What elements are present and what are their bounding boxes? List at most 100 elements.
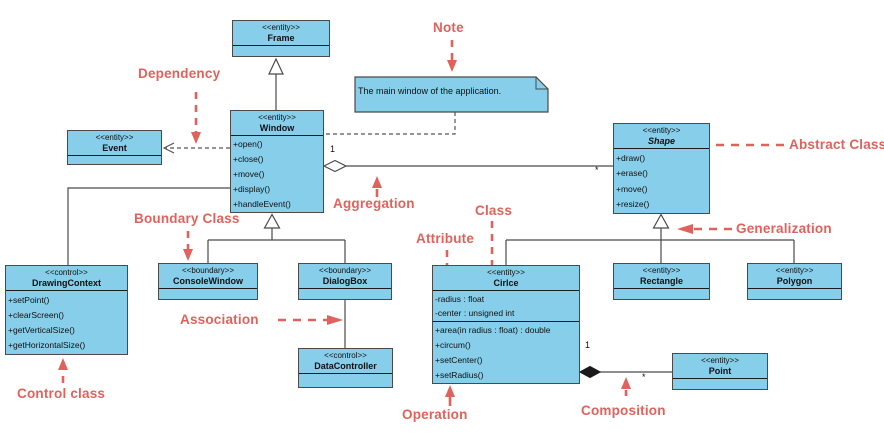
dependency-window-event[interactable] <box>162 142 230 154</box>
operation: +setPoint() <box>8 294 50 305</box>
operation: +draw() <box>616 152 646 163</box>
stereotype: <<entity>> <box>642 126 681 135</box>
class-event[interactable]: <<entity>> Event <box>67 130 162 165</box>
annotation-operation: Operation <box>402 407 468 422</box>
class-drawingcontext[interactable]: <<control>> DrawingContext +setPoint() +… <box>5 265 128 355</box>
annotation-composition: Composition <box>581 403 666 418</box>
class-name: DataController <box>314 361 377 371</box>
aggregation-window-shape[interactable] <box>322 159 613 173</box>
operation: +open() <box>233 139 263 150</box>
class-datacontroller-header: <<control>> DataController <box>299 349 392 373</box>
empty-compartment <box>68 155 161 164</box>
class-name: ConsoleWindow <box>173 276 243 286</box>
class-rectangle[interactable]: <<entity>> Rectangle <box>613 263 710 300</box>
operation: +erase() <box>616 168 648 179</box>
annotation-control-class: Control class <box>17 386 106 401</box>
empty-compartment <box>299 373 392 382</box>
class-name: Frame <box>267 33 295 43</box>
class-name: Point <box>708 366 732 376</box>
association-arrow <box>278 315 343 325</box>
stereotype: <<entity>> <box>701 356 739 365</box>
class-point-header: <<entity>> Point <box>673 354 767 378</box>
operation: +getHorizontalSize() <box>8 340 86 351</box>
class-name: DialogBox <box>322 276 368 286</box>
operation: +move() <box>233 168 265 179</box>
empty-compartment <box>614 288 709 297</box>
stereotype: <<entity>> <box>487 268 525 277</box>
generalization-window-children[interactable] <box>207 213 346 264</box>
multiplicity-aggregation-one: 1 <box>330 144 336 154</box>
attribute: -center : unsigned int <box>435 308 515 318</box>
operation: +resize() <box>616 199 650 210</box>
class-dialogbox-header: <<boundary>> DialogBox <box>299 264 391 288</box>
class-circle[interactable]: <<entity>> Cirlce -radius : float -cente… <box>432 265 580 384</box>
annotation-association: Association <box>180 312 259 327</box>
class-datacontroller[interactable]: <<control>> DataController <box>298 348 393 388</box>
stereotype: <<entity>> <box>642 266 681 275</box>
multiplicity-composition-one: 1 <box>585 340 591 350</box>
class-window[interactable]: <<entity>> Window +open() +close() +move… <box>230 110 324 213</box>
operations-compartment: +draw() +erase() +move() +resize() <box>614 148 709 213</box>
stereotype: <<entity>> <box>258 113 296 122</box>
boundary-class-arrow <box>183 231 193 261</box>
stereotype: <<entity>> <box>775 266 814 275</box>
operations-compartment: +setPoint() +clearScreen() +getVerticalS… <box>6 290 127 354</box>
class-polygon[interactable]: <<entity>> Polygon <box>747 263 842 300</box>
annotation-attribute: Attribute <box>416 231 475 246</box>
class-name: Cirlce <box>493 278 519 288</box>
annotation-dependency: Dependency <box>138 66 221 81</box>
annotation-aggregation: Aggregation <box>333 196 415 211</box>
class-consolewindow[interactable]: <<boundary>> ConsoleWindow <box>158 263 258 300</box>
class-name: Event <box>102 143 127 153</box>
operation: +setRadius() <box>435 369 484 380</box>
class-name: Window <box>259 123 295 133</box>
class-point[interactable]: <<entity>> Point <box>672 353 768 390</box>
class-frame-header: <<entity>> Frame <box>233 21 329 45</box>
operations-compartment: +open() +close() +move() +display() +han… <box>231 135 323 212</box>
annotation-abstract-class: Abstract Class <box>789 137 884 152</box>
stereotype: <<entity>> <box>95 133 134 142</box>
aggregation-arrow <box>372 176 382 197</box>
class-consolewindow-header: <<boundary>> ConsoleWindow <box>159 264 257 288</box>
class-shape[interactable]: <<entity>> Shape +draw() +erase() +move(… <box>613 123 710 214</box>
operation: +getVerticalSize() <box>8 325 75 336</box>
control-class-arrow <box>58 358 68 383</box>
empty-compartment <box>673 378 767 387</box>
composition-arrow <box>621 377 631 396</box>
annotation-class: Class <box>475 203 513 218</box>
empty-compartment <box>748 288 841 297</box>
stereotype: <<boundary>> <box>318 266 372 275</box>
class-dialogbox[interactable]: <<boundary>> DialogBox <box>298 263 392 300</box>
class-frame[interactable]: <<entity>> Frame <box>232 20 330 57</box>
empty-compartment <box>159 288 257 297</box>
generalization-shape-children[interactable] <box>505 213 795 266</box>
class-name: Shape <box>647 136 675 146</box>
class-rectangle-header: <<entity>> Rectangle <box>614 264 709 288</box>
class-shape-header: <<entity>> Shape <box>614 124 709 148</box>
operation: +circum() <box>435 340 471 351</box>
dependency-arrow <box>191 92 201 144</box>
note-shape[interactable] <box>354 76 549 113</box>
empty-compartment <box>233 45 329 54</box>
generalization-arrow <box>677 224 732 234</box>
operation: +display() <box>233 183 271 194</box>
multiplicity-composition-many: * <box>642 372 646 382</box>
class-circle-header: <<entity>> Cirlce <box>433 266 579 290</box>
attribute: -radius : float <box>435 294 485 304</box>
class-name: DrawingContext <box>31 278 101 288</box>
generalization-window-frame[interactable] <box>268 57 284 110</box>
operation: +close() <box>233 154 264 165</box>
stereotype: <<control>> <box>324 351 367 360</box>
association-window-drawingcontext[interactable] <box>67 187 230 265</box>
multiplicity-aggregation-many: * <box>595 165 599 175</box>
class-name: Polygon <box>776 276 813 286</box>
note-anchor-line[interactable] <box>325 112 456 135</box>
composition-circle-point[interactable] <box>578 365 672 379</box>
annotation-generalization: Generalization <box>736 221 832 236</box>
operation: +setCenter() <box>435 354 483 365</box>
class-name: Rectangle <box>639 276 683 286</box>
operation: +clearScreen() <box>8 309 64 320</box>
stereotype: <<control>> <box>45 268 88 277</box>
annotation-note: Note <box>433 20 464 35</box>
